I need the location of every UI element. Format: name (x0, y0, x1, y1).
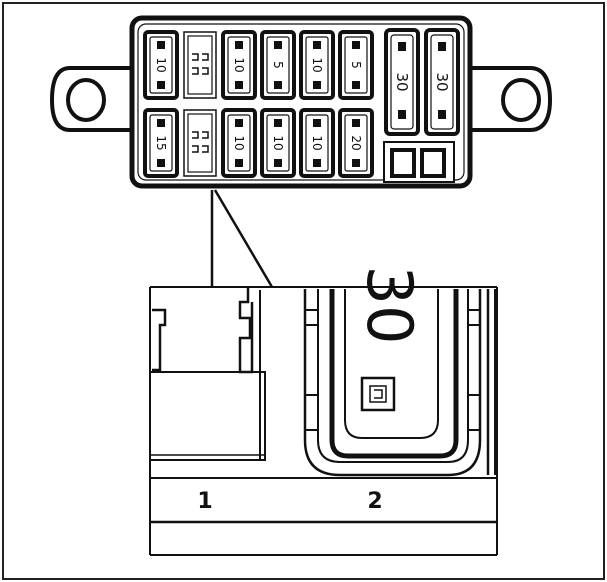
large-fuse-2: 30 (424, 28, 460, 136)
fuse-top-6: 5 (338, 30, 374, 100)
fuse-box: 10 10 5 10 5 15 10 10 10 20 30 30 (49, 15, 553, 189)
large-fuse-1: 30 (384, 28, 420, 136)
fuse-rating-bottom-1: 15 (154, 135, 168, 150)
detail-fuse-rating: 30 (353, 266, 426, 345)
fuse-rating-top-3: 10 (232, 57, 246, 72)
detail-slot-2 (303, 289, 482, 477)
large-fuse-array: 30 30 (384, 28, 460, 136)
fuse-bottom-4: 10 (260, 108, 296, 178)
large-fuse-rating-2: 30 (433, 72, 451, 91)
fuse-rating-top-5: 10 (310, 57, 324, 72)
fuse-top-4: 5 (260, 30, 296, 100)
detail-fuse-window (360, 376, 396, 412)
connector-socket-right (420, 148, 446, 178)
slot-label-2: 2 (367, 489, 382, 514)
fuse-top-2 (183, 31, 217, 99)
fuse-rating-bottom-5: 10 (310, 135, 324, 150)
fuse-rating-bottom-6: 20 (349, 135, 363, 150)
slot-label-1: 1 (197, 489, 212, 514)
fuse-top-3: 10 (221, 30, 257, 100)
small-fuse-array: 10 10 5 10 5 15 10 10 10 20 (143, 30, 374, 178)
fuse-rating-bottom-3: 10 (232, 135, 246, 150)
fuse-rating-top-4: 5 (271, 61, 285, 69)
detail-view (149, 286, 498, 556)
detail-slot-3 (486, 289, 496, 475)
fuse-bottom-6: 20 (338, 108, 374, 178)
left-mounting-hole (66, 78, 106, 122)
fuse-bottom-2 (183, 109, 217, 177)
fuse-bottom-5: 10 (299, 108, 335, 178)
fuse-rating-top-1: 10 (154, 57, 168, 72)
connector-socket-left (390, 148, 416, 178)
fuse-bottom-1: 15 (143, 108, 179, 178)
fuse-rating-top-6: 5 (349, 61, 363, 69)
fuse-top-5: 10 (299, 30, 335, 100)
fuse-rating-bottom-4: 10 (271, 135, 285, 150)
fuse-bottom-3: 10 (221, 108, 257, 178)
fuse-top-1: 10 (143, 30, 179, 100)
detail-slot-1 (150, 288, 266, 461)
large-fuse-rating-1: 30 (393, 72, 411, 91)
right-mounting-hole (501, 78, 541, 122)
callout-lines (210, 189, 274, 288)
